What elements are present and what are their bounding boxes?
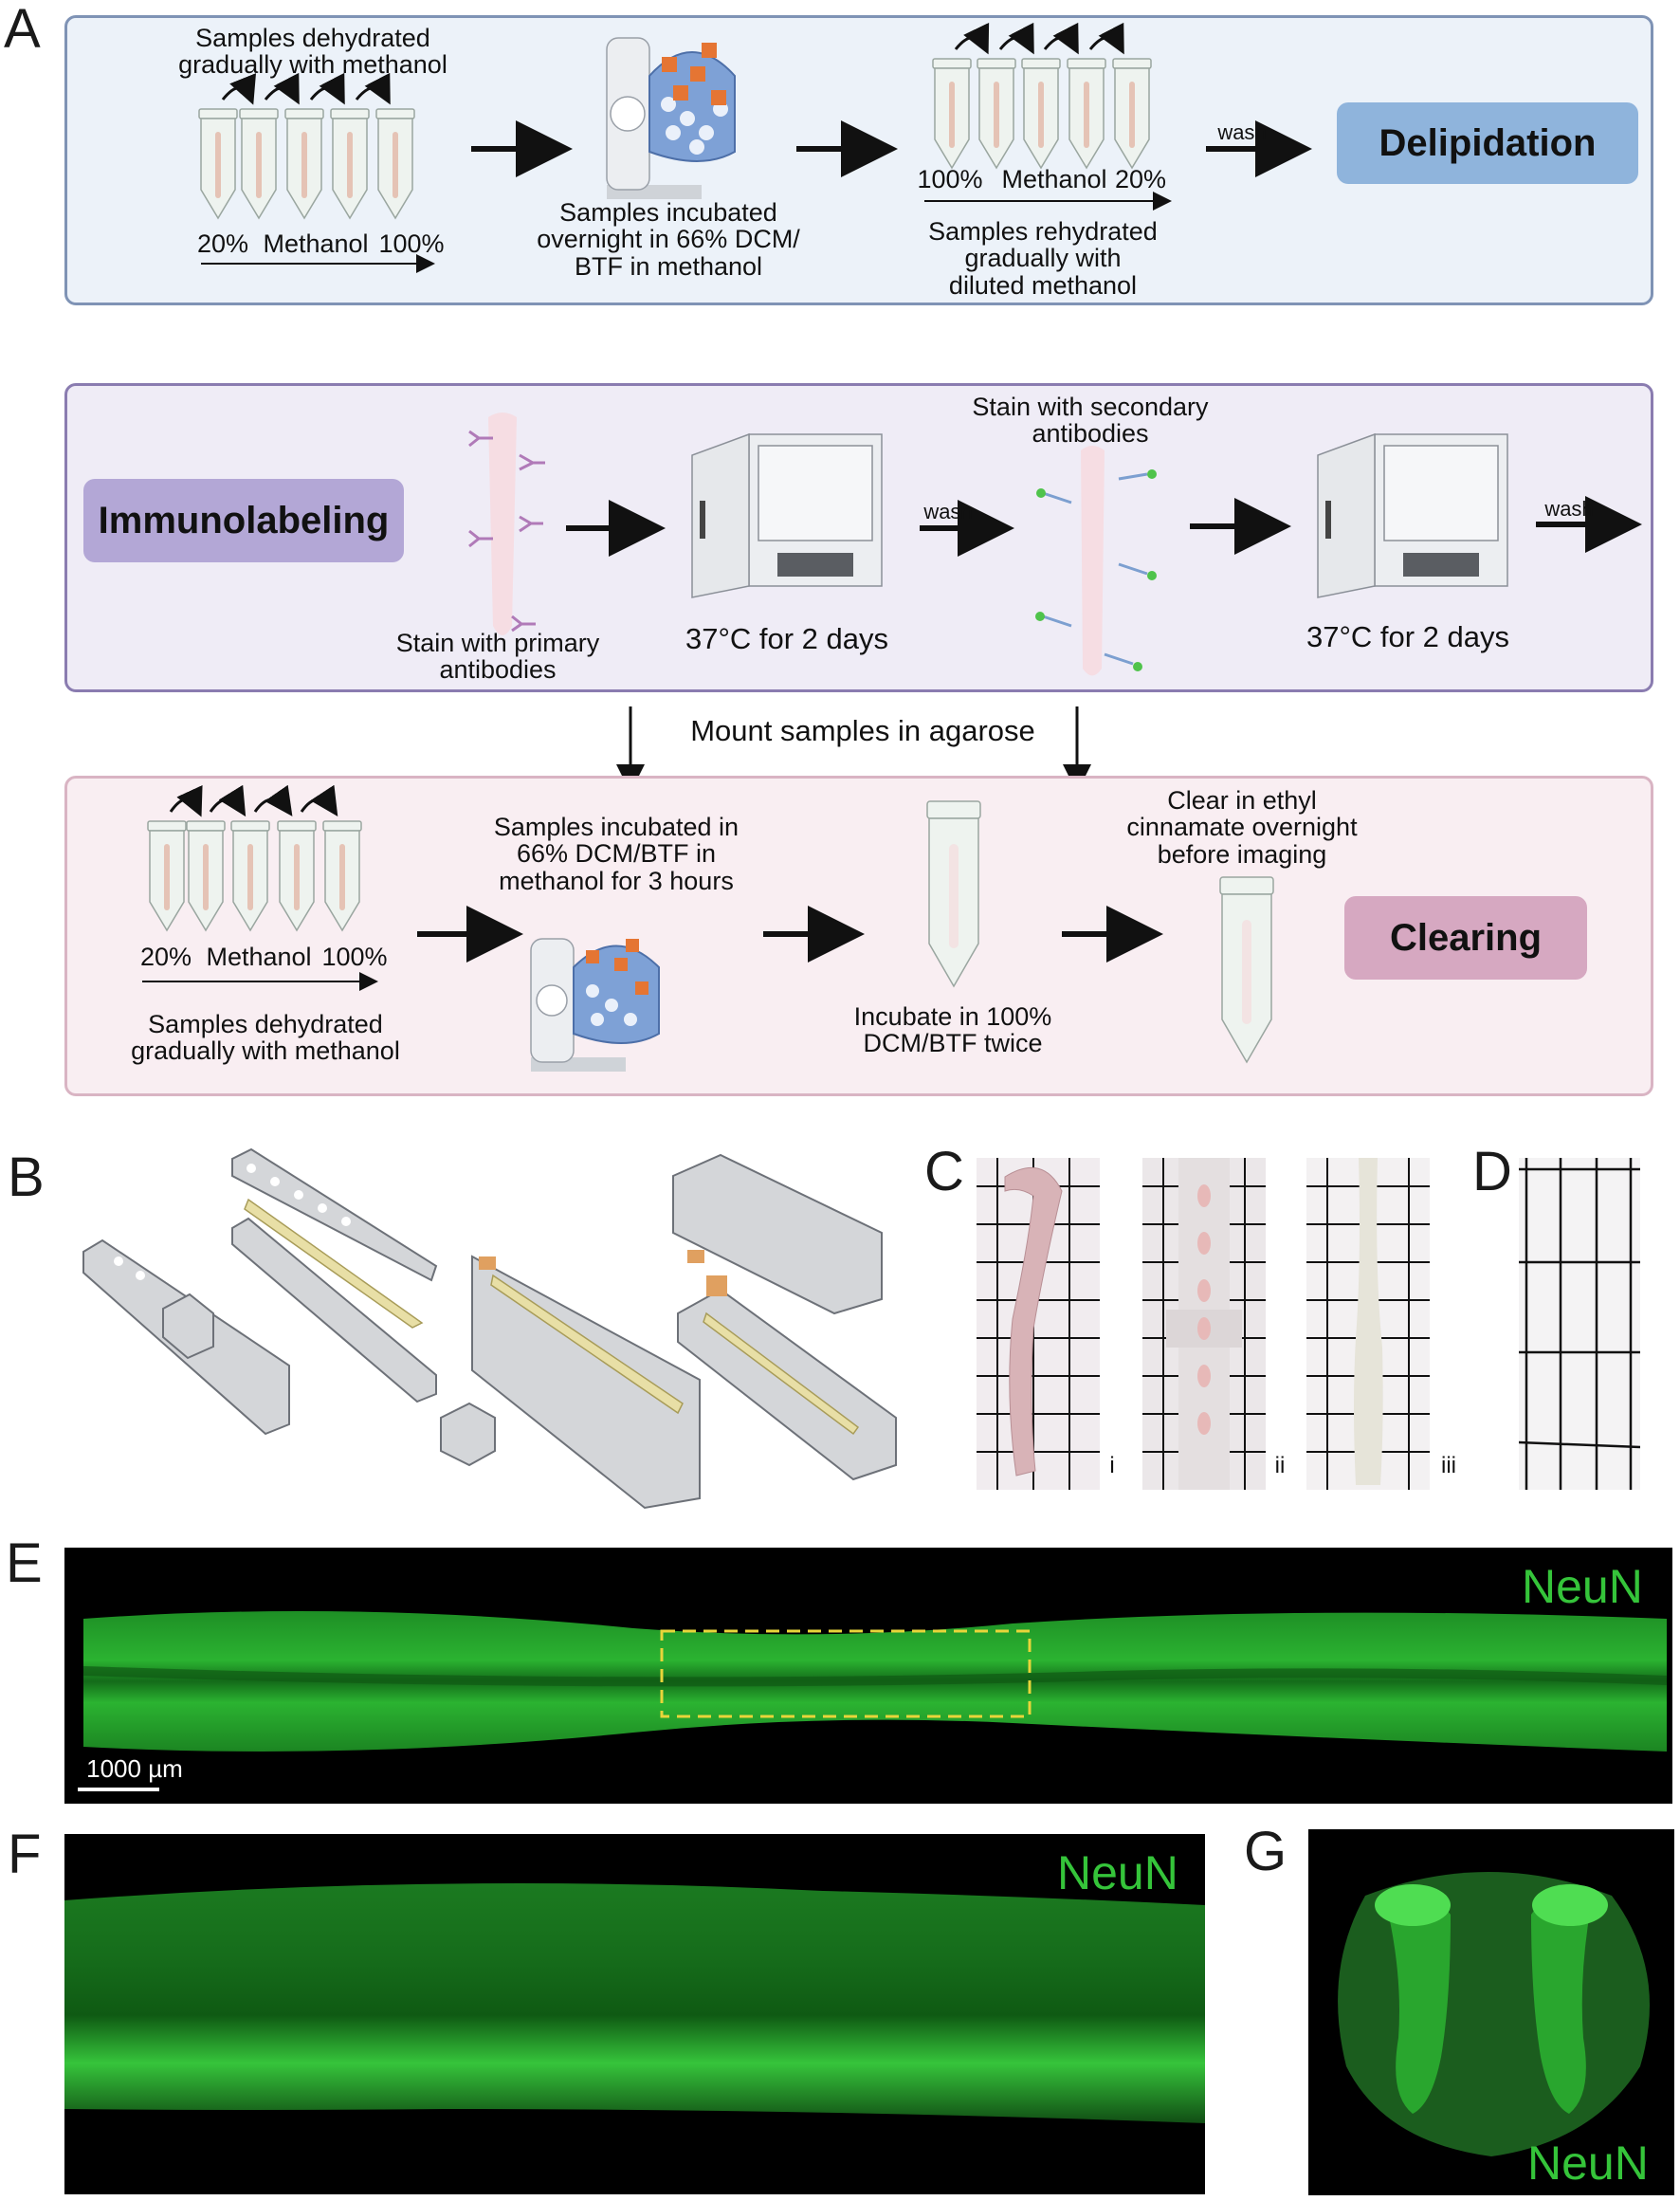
wash-label: wash <box>1217 120 1267 144</box>
zoom-region-box <box>660 1629 1032 1718</box>
clearing-label: Clearing <box>1344 896 1587 980</box>
neun-longitudinal-image <box>64 1548 1672 1804</box>
clearing-low-pct: 20% <box>139 943 192 971</box>
neun-zoom-image <box>64 1834 1205 2194</box>
delip-incubate-caption: Samples incubated overnight in 66% DCM/ … <box>537 198 800 281</box>
delipidation-label: Delipidation <box>1337 102 1638 184</box>
wash1-label: wash <box>923 500 973 523</box>
immunolabeling-label: Immunolabeling <box>83 479 404 562</box>
rehydrate-high-pct: 100% <box>917 165 983 193</box>
clearing-methanol-label: Methanol <box>206 943 312 971</box>
photo-cord-in-mold <box>1142 1158 1266 1490</box>
incubate1-caption: 37°C for 2 days <box>685 622 888 655</box>
delip-methanol-label: Methanol <box>263 229 369 258</box>
photo-cord-uncleared <box>977 1158 1100 1490</box>
neun-label-e: NeuN <box>1522 1560 1643 1613</box>
photo-label-ii: ii <box>1274 1453 1286 1478</box>
primary-stain-caption: Stain with primary antibodies <box>395 629 600 685</box>
neun-label-g: NeuN <box>1527 2137 1649 2190</box>
rehydrate-methanol-label: Methanol <box>1001 165 1107 193</box>
delip-high-pct: 100% <box>378 229 445 258</box>
photo-cleared-transparent <box>1519 1158 1640 1490</box>
panel-letter-e: E <box>6 1532 43 1594</box>
clearing-high-pct: 100% <box>321 943 388 971</box>
secondary-stain-caption: Stain with secondary antibodies <box>972 393 1209 449</box>
panel-letter-a: A <box>4 0 41 60</box>
delip-dehydrate-caption: Samples dehydrated gradually with methan… <box>178 24 447 80</box>
panel-letter-c: C <box>924 1141 964 1202</box>
scale-bar-label: 1000 µm <box>86 1754 183 1783</box>
neun-label-f: NeuN <box>1057 1846 1178 1899</box>
ethyl-caption: Clear in ethyl cinnamate overnight befor… <box>1126 786 1358 869</box>
photo-label-i: i <box>1109 1453 1115 1478</box>
incubate2-caption: 37°C for 2 days <box>1306 620 1509 653</box>
photo-cord-cleared <box>1306 1158 1430 1490</box>
wash2-label: wash <box>1544 497 1594 521</box>
delip-rehydrate-caption: Samples rehydrated gradually with dilute… <box>928 217 1158 300</box>
clearing-incubate-caption: Samples incubated in 66% DCM/BTF in meth… <box>493 813 740 895</box>
panel-letter-d: D <box>1472 1141 1512 1202</box>
delip-low-pct: 20% <box>196 229 249 258</box>
dcm-caption: Incubate in 100% DCM/BTF twice <box>853 1002 1052 1058</box>
panel-letter-g: G <box>1244 1821 1287 1882</box>
panel-letter-b: B <box>8 1146 45 1208</box>
neun-cross-section-image <box>1308 1829 1674 2195</box>
photo-label-iii: iii <box>1441 1453 1456 1478</box>
panel-letter-f: F <box>8 1824 42 1885</box>
mount-caption: Mount samples in agarose <box>690 714 1035 747</box>
rehydrate-low-pct: 20% <box>1114 165 1167 193</box>
clearing-dehydrate-caption: Samples dehydrated gradually with methan… <box>131 1010 400 1066</box>
